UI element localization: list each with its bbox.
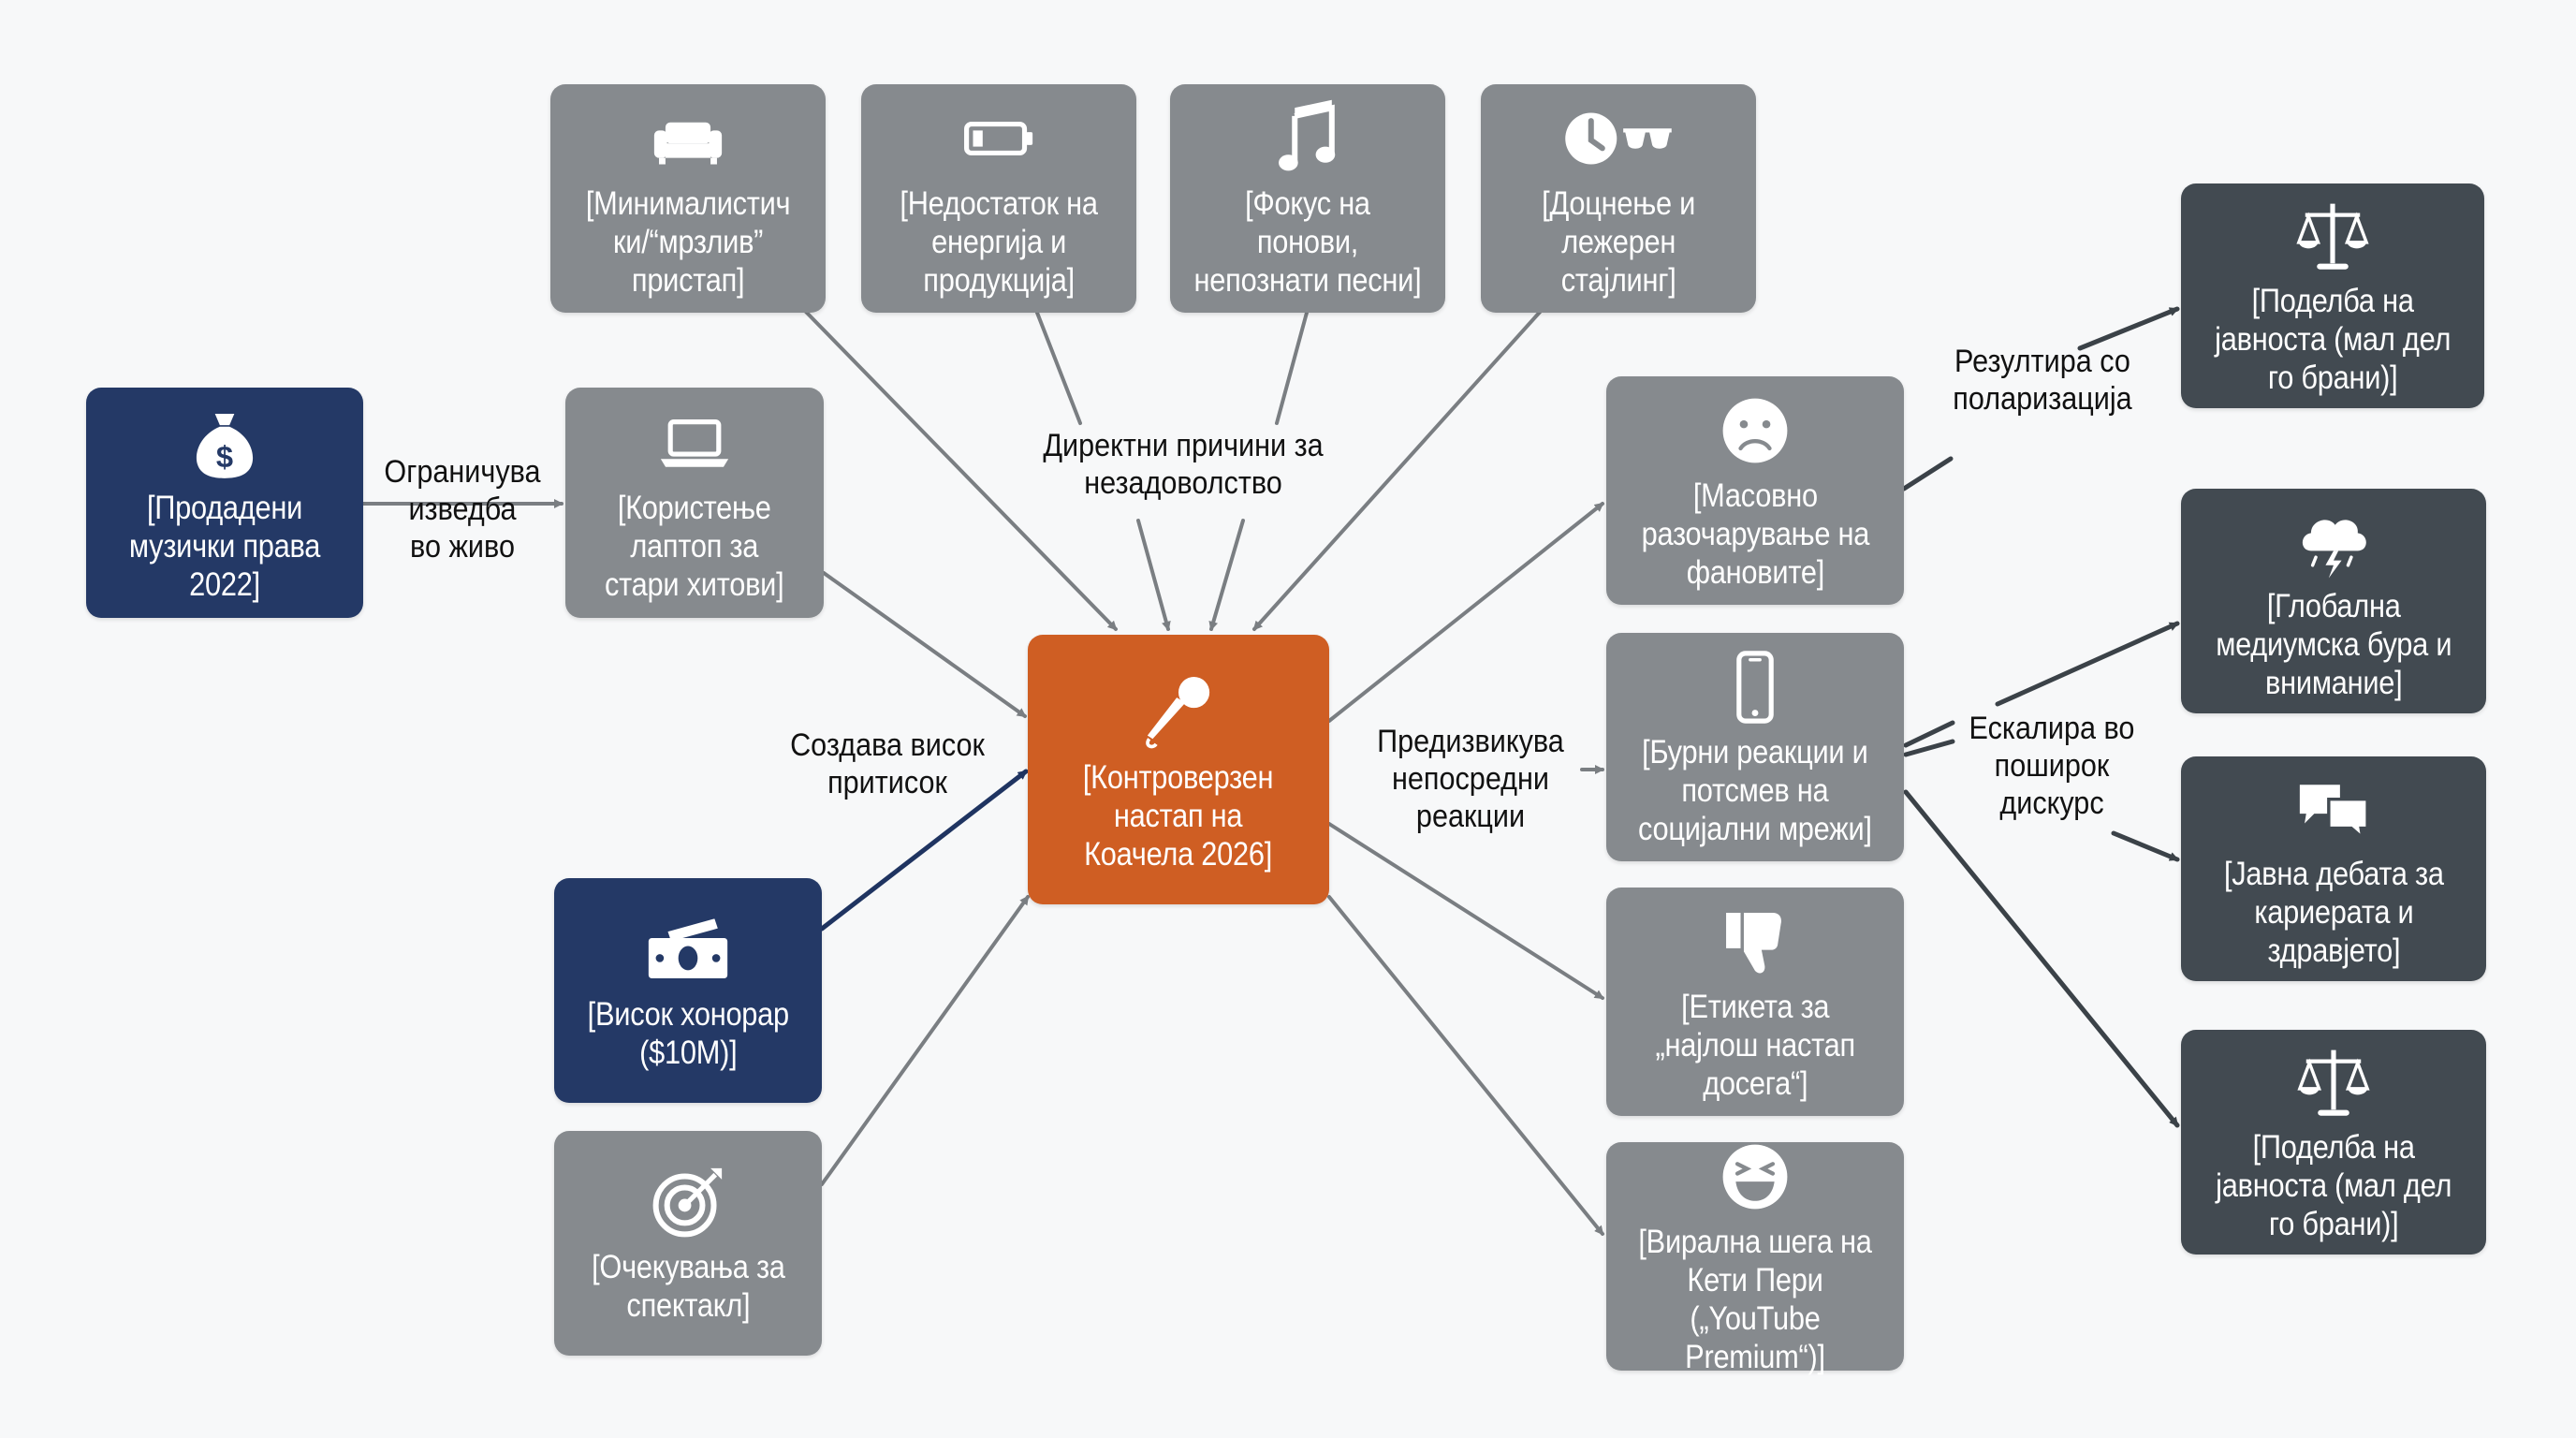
edge-label-direct-causes: Директни причини за незадоволство xyxy=(1043,428,1324,501)
node-label: [Глобална медиумска бура и внимание] xyxy=(2215,587,2452,701)
smartphone-icon xyxy=(1736,650,1774,724)
arrow-center-to-worst xyxy=(1327,822,1604,1000)
arrow-expectations-to-center xyxy=(820,895,1030,1186)
node-late: [Доцнење и лежерен стајлинг] xyxy=(1481,84,1756,313)
sofa-icon xyxy=(653,122,723,165)
clock-sunglasses-icon xyxy=(1565,111,1672,165)
laughing-face-icon xyxy=(1722,1144,1788,1210)
node-label: [Висок хонорар ($10M)] xyxy=(587,996,789,1071)
arrow-focus-to-center-lower xyxy=(1208,519,1245,631)
node-division-2: [Поделба на јавноста (мал дел го брани)] xyxy=(2181,1030,2486,1255)
arrow-disappointment-to-polarization xyxy=(1901,456,1954,492)
node-label: [Етикета за „најлош настап досега“] xyxy=(1655,988,1855,1102)
node-fee: [Висок хонорар ($10M)] xyxy=(554,878,822,1103)
node-label: [Поделба на јавноста (мал дел го брани)] xyxy=(2215,282,2451,396)
node-label: [Вирална шега на Кети Пери („YouTube Pre… xyxy=(1638,1224,1872,1375)
microphone-icon xyxy=(1146,676,1210,748)
storm-cloud-icon xyxy=(2302,519,2366,579)
arrow-laptop-to-center xyxy=(822,571,1027,718)
node-division-1: [Поделба на јавноста (мал дел го брани)] xyxy=(2181,183,2484,408)
arrow-social-to-escalates xyxy=(1903,720,1955,748)
chat-bubbles-icon xyxy=(2299,784,2369,842)
node-label: [Фокус на понови, непознати песни] xyxy=(1193,184,1422,299)
arrow-social-to-escalates-low xyxy=(1903,739,1955,757)
arrow-social-to-division2 xyxy=(1903,789,2180,1128)
target-icon xyxy=(652,1167,723,1238)
node-label: [Контроверзен настап на Коачела 2026] xyxy=(1083,758,1274,873)
svg-text:$: $ xyxy=(216,438,233,473)
music-note-icon xyxy=(1279,99,1336,170)
laptop-icon xyxy=(660,418,729,467)
arrow-escalates-to-debate xyxy=(2111,830,2180,862)
node-label: [Доцнење и лежерен стајлинг] xyxy=(1542,184,1695,299)
node-debate: [Јавна дебата за кариерата и здравјето] xyxy=(2181,756,2486,981)
arrow-center-to-disappointment xyxy=(1327,502,1604,723)
edge-label-creates-pressure: Создава висок притисок xyxy=(790,727,985,800)
node-viral: [Вирална шега на Кети Пери („YouTube Pre… xyxy=(1606,1142,1904,1375)
node-laptop: [Користење лаптоп за стари хитови] xyxy=(565,388,824,618)
scales-icon xyxy=(2296,203,2369,270)
edge-label-limits-live: Ограничува изведба во живо xyxy=(384,454,541,565)
arrow-center-to-viral xyxy=(1327,895,1604,1236)
node-label: [Минималистич ки/“мрзлив” пристап] xyxy=(585,184,791,299)
arrow-focus-to-center xyxy=(1275,311,1309,425)
arrow-minimal-to-center xyxy=(801,307,1118,631)
node-storm: [Глобална медиумска бура и внимание] xyxy=(2181,489,2486,713)
edge-label-provokes: Предизвикува непосредни реакции xyxy=(1377,724,1564,834)
node-label: [Недостаток на енергија и продукција] xyxy=(900,184,1098,299)
scales-icon xyxy=(2297,1049,2370,1116)
edge-label-escalates: Ескалира во поширок дискурс xyxy=(1969,711,2135,821)
node-worst: [Етикета за „најлош настап досега“] xyxy=(1606,888,1904,1116)
arrow-fee-to-center xyxy=(819,769,1029,932)
node-focus: [Фокус на понови, непознати песни] xyxy=(1170,84,1445,313)
thumbs-down-icon xyxy=(1726,912,1781,973)
node-rights-sold: $ [Продадени музички права 2022] xyxy=(86,388,363,618)
cash-icon xyxy=(648,918,728,978)
arrow-late-to-center xyxy=(1252,307,1544,631)
node-energy: [Недостаток на енергија и продукција] xyxy=(861,84,1136,313)
sad-face-icon xyxy=(1722,398,1788,462)
node-label: [Поделба на јавноста (мал дел го брани)] xyxy=(2216,1128,2452,1242)
money-bag-icon: $ xyxy=(196,413,254,478)
arrow-energy-to-center-lower xyxy=(1136,519,1171,631)
node-expectations: [Очекувања за спектакл] xyxy=(554,1131,822,1356)
node-label: [Јавна дебата за кариерата и здравјето] xyxy=(2223,855,2444,969)
node-label: [Бурни реакции и потсмев на социјални мр… xyxy=(1638,733,1872,847)
node-label: [Продадени музички права 2022] xyxy=(128,489,321,603)
node-center: [Контроверзен настап на Коачела 2026] xyxy=(1028,635,1329,904)
node-minimal: [Минималистич ки/“мрзлив” пристап] xyxy=(550,84,826,313)
node-label: [Масовно разочарување на фановите] xyxy=(1641,477,1869,591)
node-social: [Бурни реакции и потсмев на социјални мр… xyxy=(1606,633,1904,861)
node-disappointment: [Масовно разочарување на фановите] xyxy=(1606,376,1904,605)
low-battery-icon xyxy=(964,121,1033,155)
node-label: [Очекувања за спектакл] xyxy=(591,1249,785,1324)
arrow-polarization-to-division xyxy=(2077,306,2180,351)
edge-label-polarization: Резултира со поларизација xyxy=(1953,344,2132,417)
arrow-escalates-to-storm xyxy=(1995,621,2180,707)
arrow-energy-to-center xyxy=(1035,311,1082,425)
node-label: [Користење лаптоп за стари хитови] xyxy=(605,489,784,603)
